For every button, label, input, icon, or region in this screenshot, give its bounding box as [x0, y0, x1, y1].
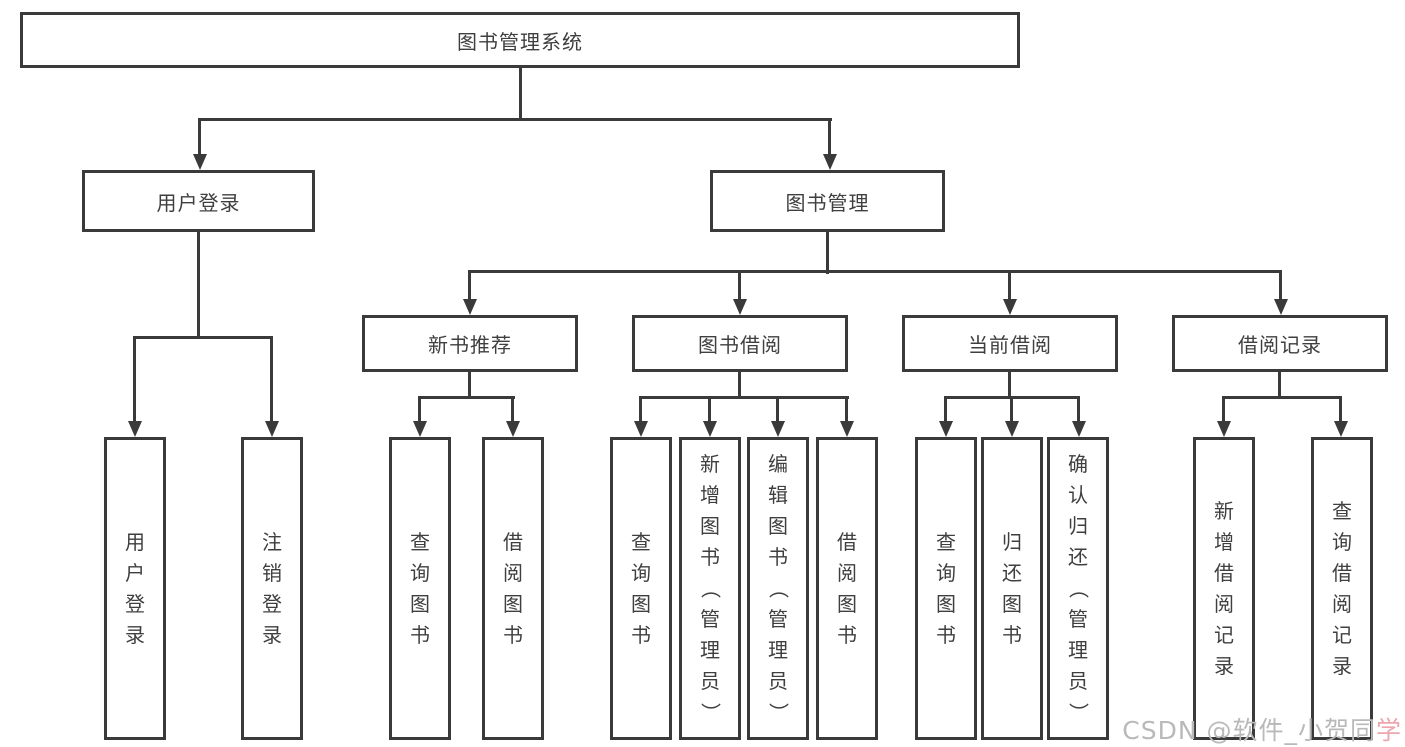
node-label: 借阅记录	[1238, 333, 1322, 357]
connector-line	[828, 118, 831, 156]
node-label: 图书借阅	[698, 333, 782, 357]
leaf-label: 确认归还（管理员）	[1066, 452, 1091, 723]
node-current-borrowing: 当前借阅	[902, 315, 1118, 372]
node-label: 图书管理系统	[457, 29, 583, 54]
node-label: 图书管理	[785, 190, 870, 215]
connector-line	[197, 232, 200, 339]
leaf-label: 查询图书	[410, 529, 430, 647]
watermark-text-pink: 学	[1375, 716, 1402, 745]
connector-line	[133, 336, 273, 339]
arrow-down-icon	[463, 299, 477, 315]
connector-line	[826, 232, 829, 274]
connector-line	[1279, 270, 1282, 302]
connector-line	[944, 396, 947, 424]
leaf-label: 归还图书	[1002, 529, 1022, 647]
node-label: 当前借阅	[968, 333, 1052, 357]
node-library-management-system: 图书管理系统	[20, 12, 1020, 68]
node-book-management: 图书管理	[710, 170, 945, 232]
leaf-borrow-books: 借阅图书	[816, 437, 878, 740]
connector-line	[133, 336, 136, 424]
node-book-borrowing: 图书借阅	[632, 315, 848, 372]
connector-line	[639, 396, 642, 424]
connector-line	[198, 118, 832, 121]
connector-line	[519, 68, 522, 120]
leaf-add-borrow-record: 新增借阅记录	[1193, 437, 1255, 740]
leaf-label: 借阅图书	[837, 529, 857, 647]
leaf-return-books: 归还图书	[981, 437, 1043, 740]
arrow-down-icon	[823, 154, 837, 170]
arrow-down-icon	[703, 421, 717, 437]
leaf-query-books-borrowing: 查询图书	[610, 437, 672, 740]
leaf-user-login: 用户登录	[104, 437, 166, 740]
connector-line	[639, 396, 849, 399]
connector-line	[1339, 396, 1342, 424]
connector-line	[270, 336, 273, 424]
connector-line	[708, 396, 711, 424]
connector-line	[1010, 396, 1013, 424]
leaf-label: 新增借阅记录	[1214, 498, 1234, 678]
leaf-logout: 注销登录	[241, 437, 303, 740]
node-user-login: 用户登录	[82, 170, 315, 232]
connector-line	[1222, 396, 1342, 399]
leaf-borrow-books-recommend: 借阅图书	[482, 437, 544, 740]
arrow-down-icon	[1274, 299, 1288, 315]
connector-line	[468, 270, 471, 302]
node-borrowing-records: 借阅记录	[1172, 315, 1388, 372]
connector-line	[845, 396, 848, 424]
connector-line	[738, 270, 741, 302]
connector-line	[1222, 396, 1225, 424]
arrow-down-icon	[771, 421, 785, 437]
arrow-down-icon	[939, 421, 953, 437]
connector-line	[468, 270, 1282, 273]
leaf-label: 用户登录	[125, 529, 145, 647]
leaf-confirm-return-admin: 确认归还（管理员）	[1047, 437, 1109, 740]
arrow-down-icon	[1072, 421, 1086, 437]
leaf-add-books-admin: 新增图书（管理员）	[679, 437, 741, 740]
node-label: 用户登录	[156, 190, 241, 215]
arrow-down-icon	[413, 421, 427, 437]
arrow-down-icon	[733, 299, 747, 315]
leaf-query-books-recommend: 查询图书	[389, 437, 451, 740]
connector-line	[511, 396, 514, 424]
connector-line	[468, 372, 471, 399]
leaf-query-borrow-record: 查询借阅记录	[1311, 437, 1373, 740]
connector-line	[1008, 270, 1011, 302]
leaf-label: 借阅图书	[503, 529, 523, 647]
arrow-down-icon	[193, 154, 207, 170]
connector-line	[776, 396, 779, 424]
leaf-query-books-current: 查询图书	[915, 437, 977, 740]
connector-line	[418, 396, 515, 399]
arrow-down-icon	[1334, 421, 1348, 437]
arrow-down-icon	[265, 421, 279, 437]
arrow-down-icon	[1003, 299, 1017, 315]
connector-line	[1077, 396, 1080, 424]
arrow-down-icon	[840, 421, 854, 437]
connector-line	[418, 396, 421, 424]
leaf-label: 查询借阅记录	[1332, 498, 1352, 678]
arrow-down-icon	[128, 421, 142, 437]
leaf-label: 查询图书	[936, 529, 956, 647]
watermark-text: CSDN @软件_小贺同	[1122, 716, 1376, 745]
leaf-label: 查询图书	[631, 529, 651, 647]
node-label: 新书推荐	[428, 333, 512, 357]
arrow-down-icon	[506, 421, 520, 437]
arrow-down-icon	[1217, 421, 1231, 437]
csdn-watermark: CSDN @软件_小贺同学	[1122, 711, 1402, 747]
leaf-label: 新增图书（管理员）	[698, 452, 723, 723]
leaf-label: 注销登录	[262, 529, 282, 647]
leaf-edit-books-admin: 编辑图书（管理员）	[747, 437, 809, 740]
leaf-label: 编辑图书（管理员）	[766, 452, 791, 723]
connector-line	[738, 372, 741, 399]
node-new-book-recommendation: 新书推荐	[362, 315, 578, 372]
connector-line	[1278, 372, 1281, 399]
arrow-down-icon	[1005, 421, 1019, 437]
arrow-down-icon	[634, 421, 648, 437]
connector-line	[1008, 372, 1011, 399]
connector-line	[198, 118, 201, 156]
